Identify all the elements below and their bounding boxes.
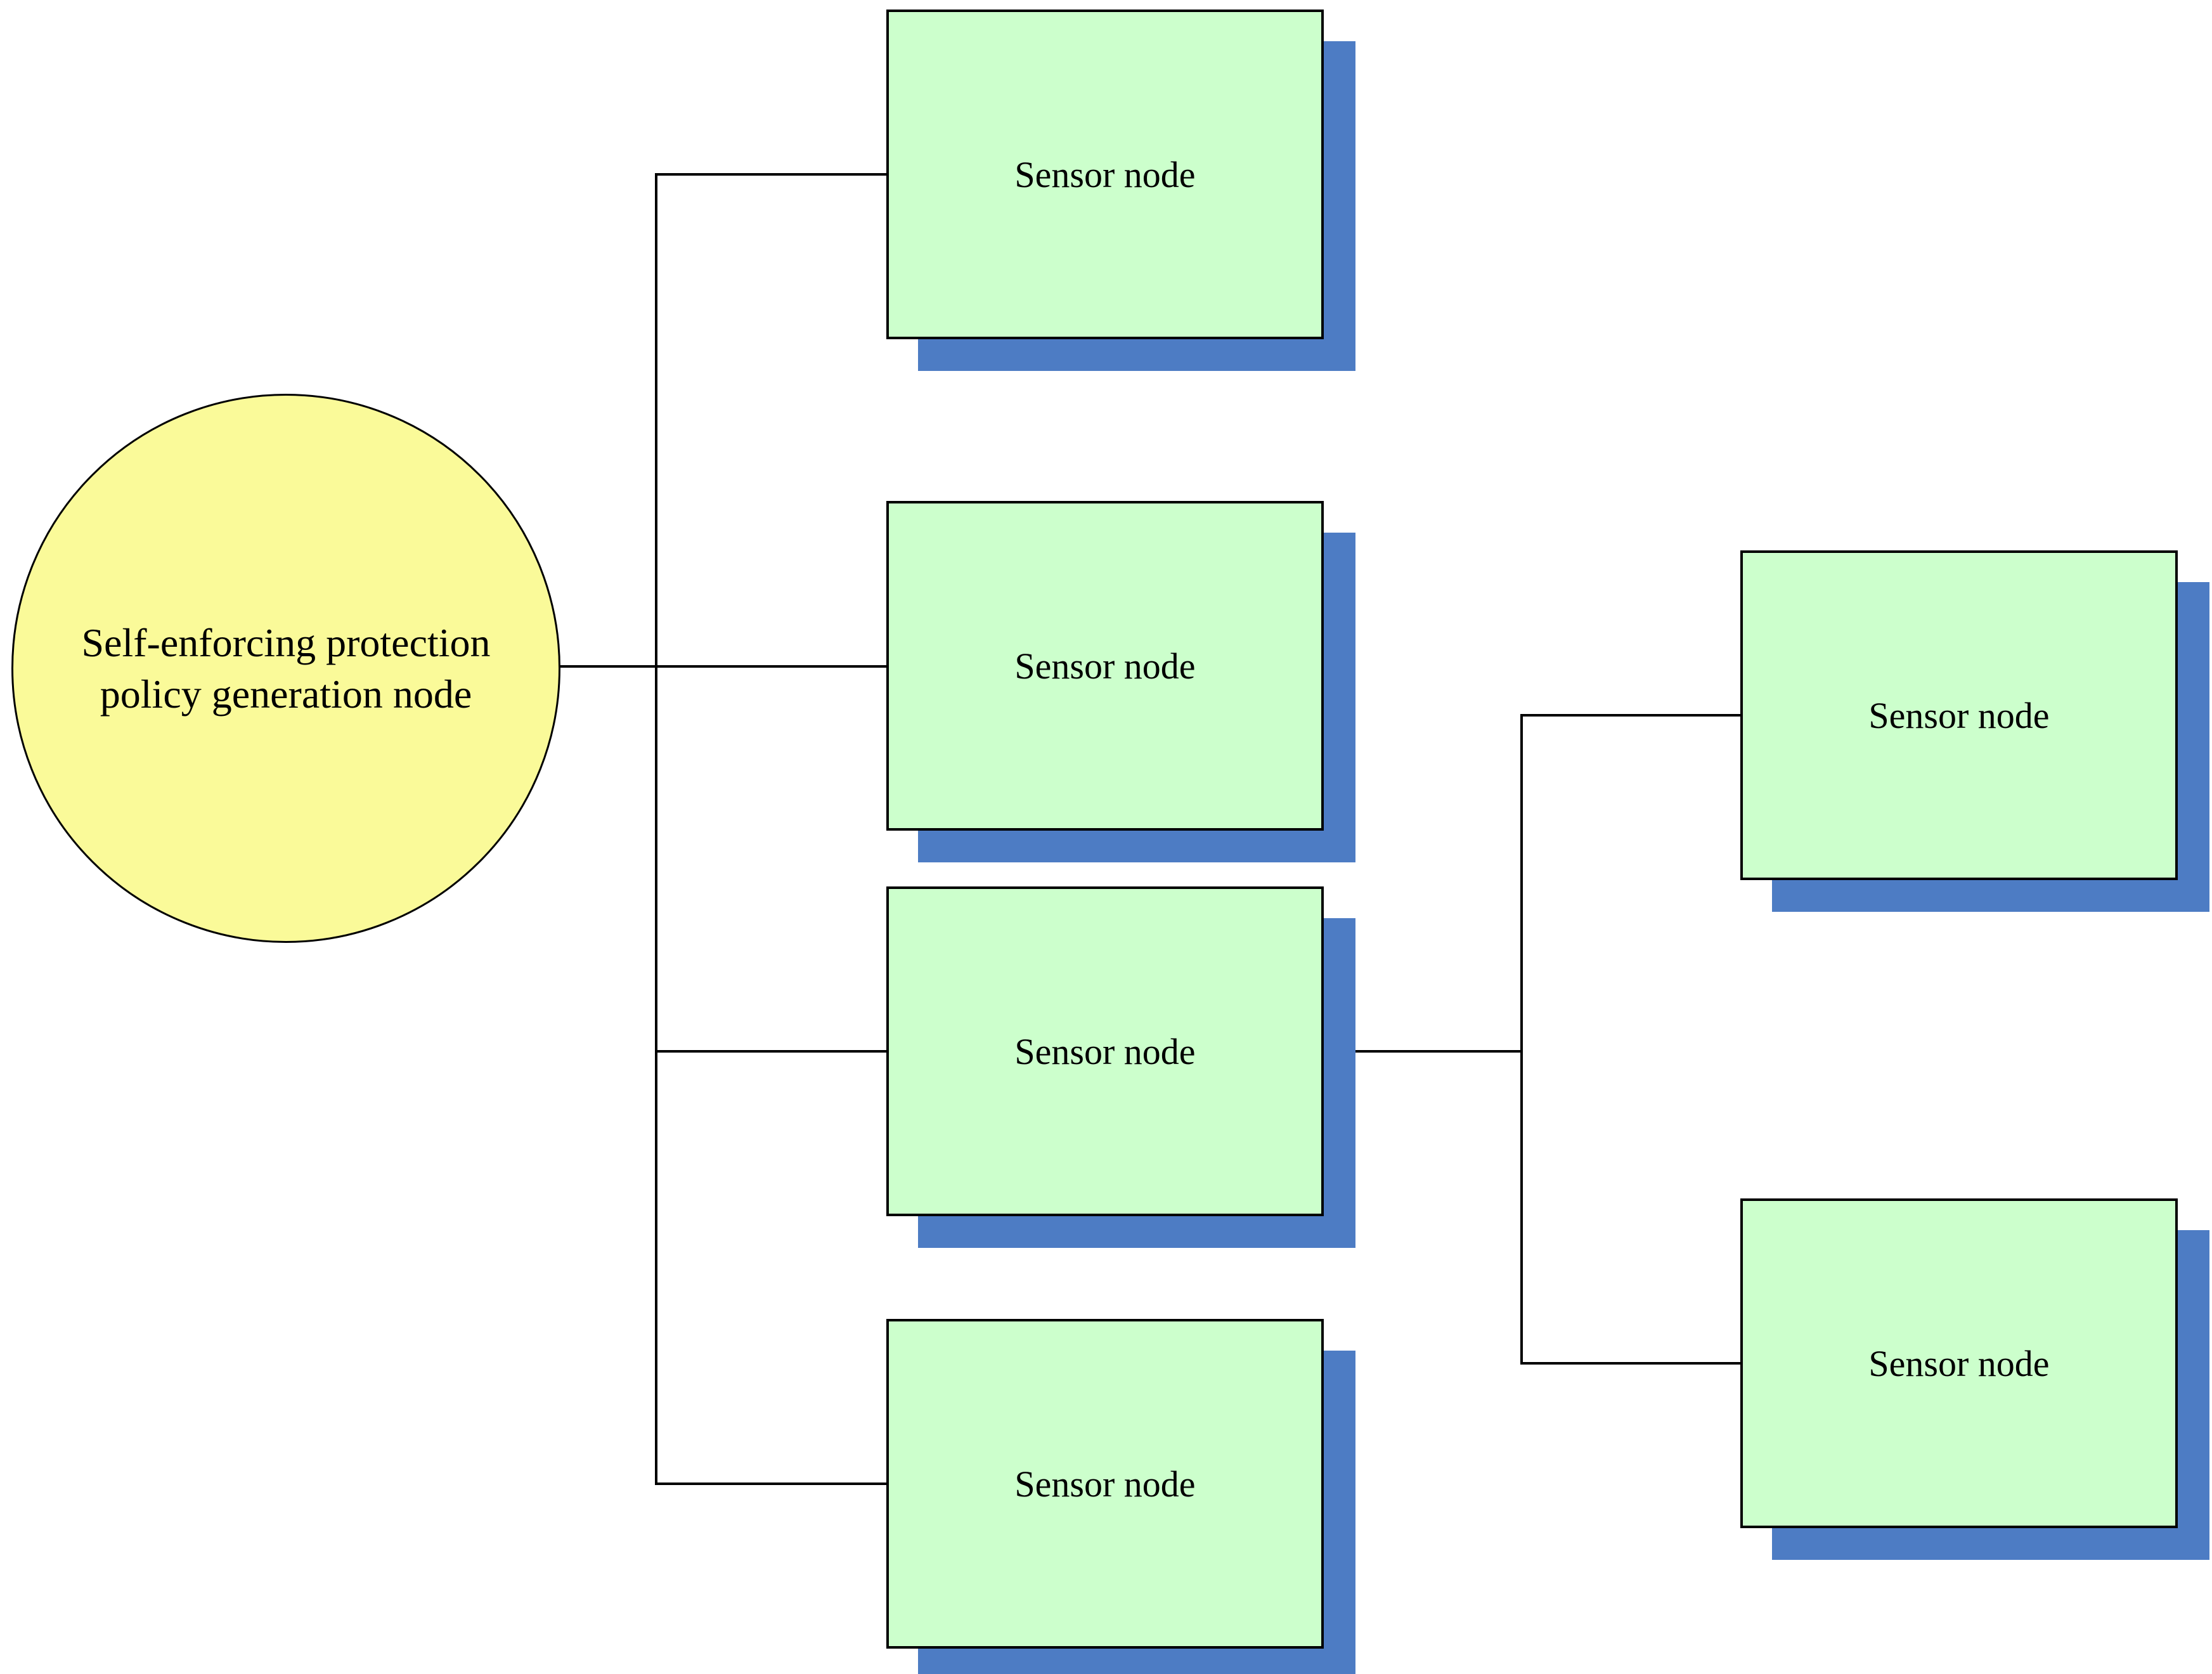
sensor-node-3: Sensor node: [886, 886, 1355, 1248]
sensor-node-6: Sensor node: [1740, 1198, 2209, 1560]
sensor-node-5-label: Sensor node: [1868, 694, 2050, 736]
sensor-node-2-face: Sensor node: [886, 501, 1324, 831]
sensor-node-1-label: Sensor node: [1014, 153, 1196, 195]
sensor-node-4-face: Sensor node: [886, 1319, 1324, 1649]
sensor-node-3-face: Sensor node: [886, 886, 1324, 1216]
sensor-node-4: Sensor node: [886, 1319, 1355, 1674]
hub-node-ellipse: Self-enforcing protection policy generat…: [11, 394, 560, 943]
sensor-node-5: Sensor node: [1740, 550, 2209, 912]
sensor-node-3-label: Sensor node: [1014, 1030, 1196, 1072]
sensor-node-2: Sensor node: [886, 501, 1355, 862]
sensor-node-2-label: Sensor node: [1014, 645, 1196, 687]
sensor-node-6-face: Sensor node: [1740, 1198, 2178, 1528]
sensor-node-4-label: Sensor node: [1014, 1463, 1196, 1505]
sensor-node-5-face: Sensor node: [1740, 550, 2178, 880]
sensor-node-6-label: Sensor node: [1868, 1342, 2050, 1384]
sensor-node-1: Sensor node: [886, 10, 1355, 371]
sensor-node-1-face: Sensor node: [886, 10, 1324, 339]
hub-node-label: Self-enforcing protection policy generat…: [81, 620, 491, 717]
